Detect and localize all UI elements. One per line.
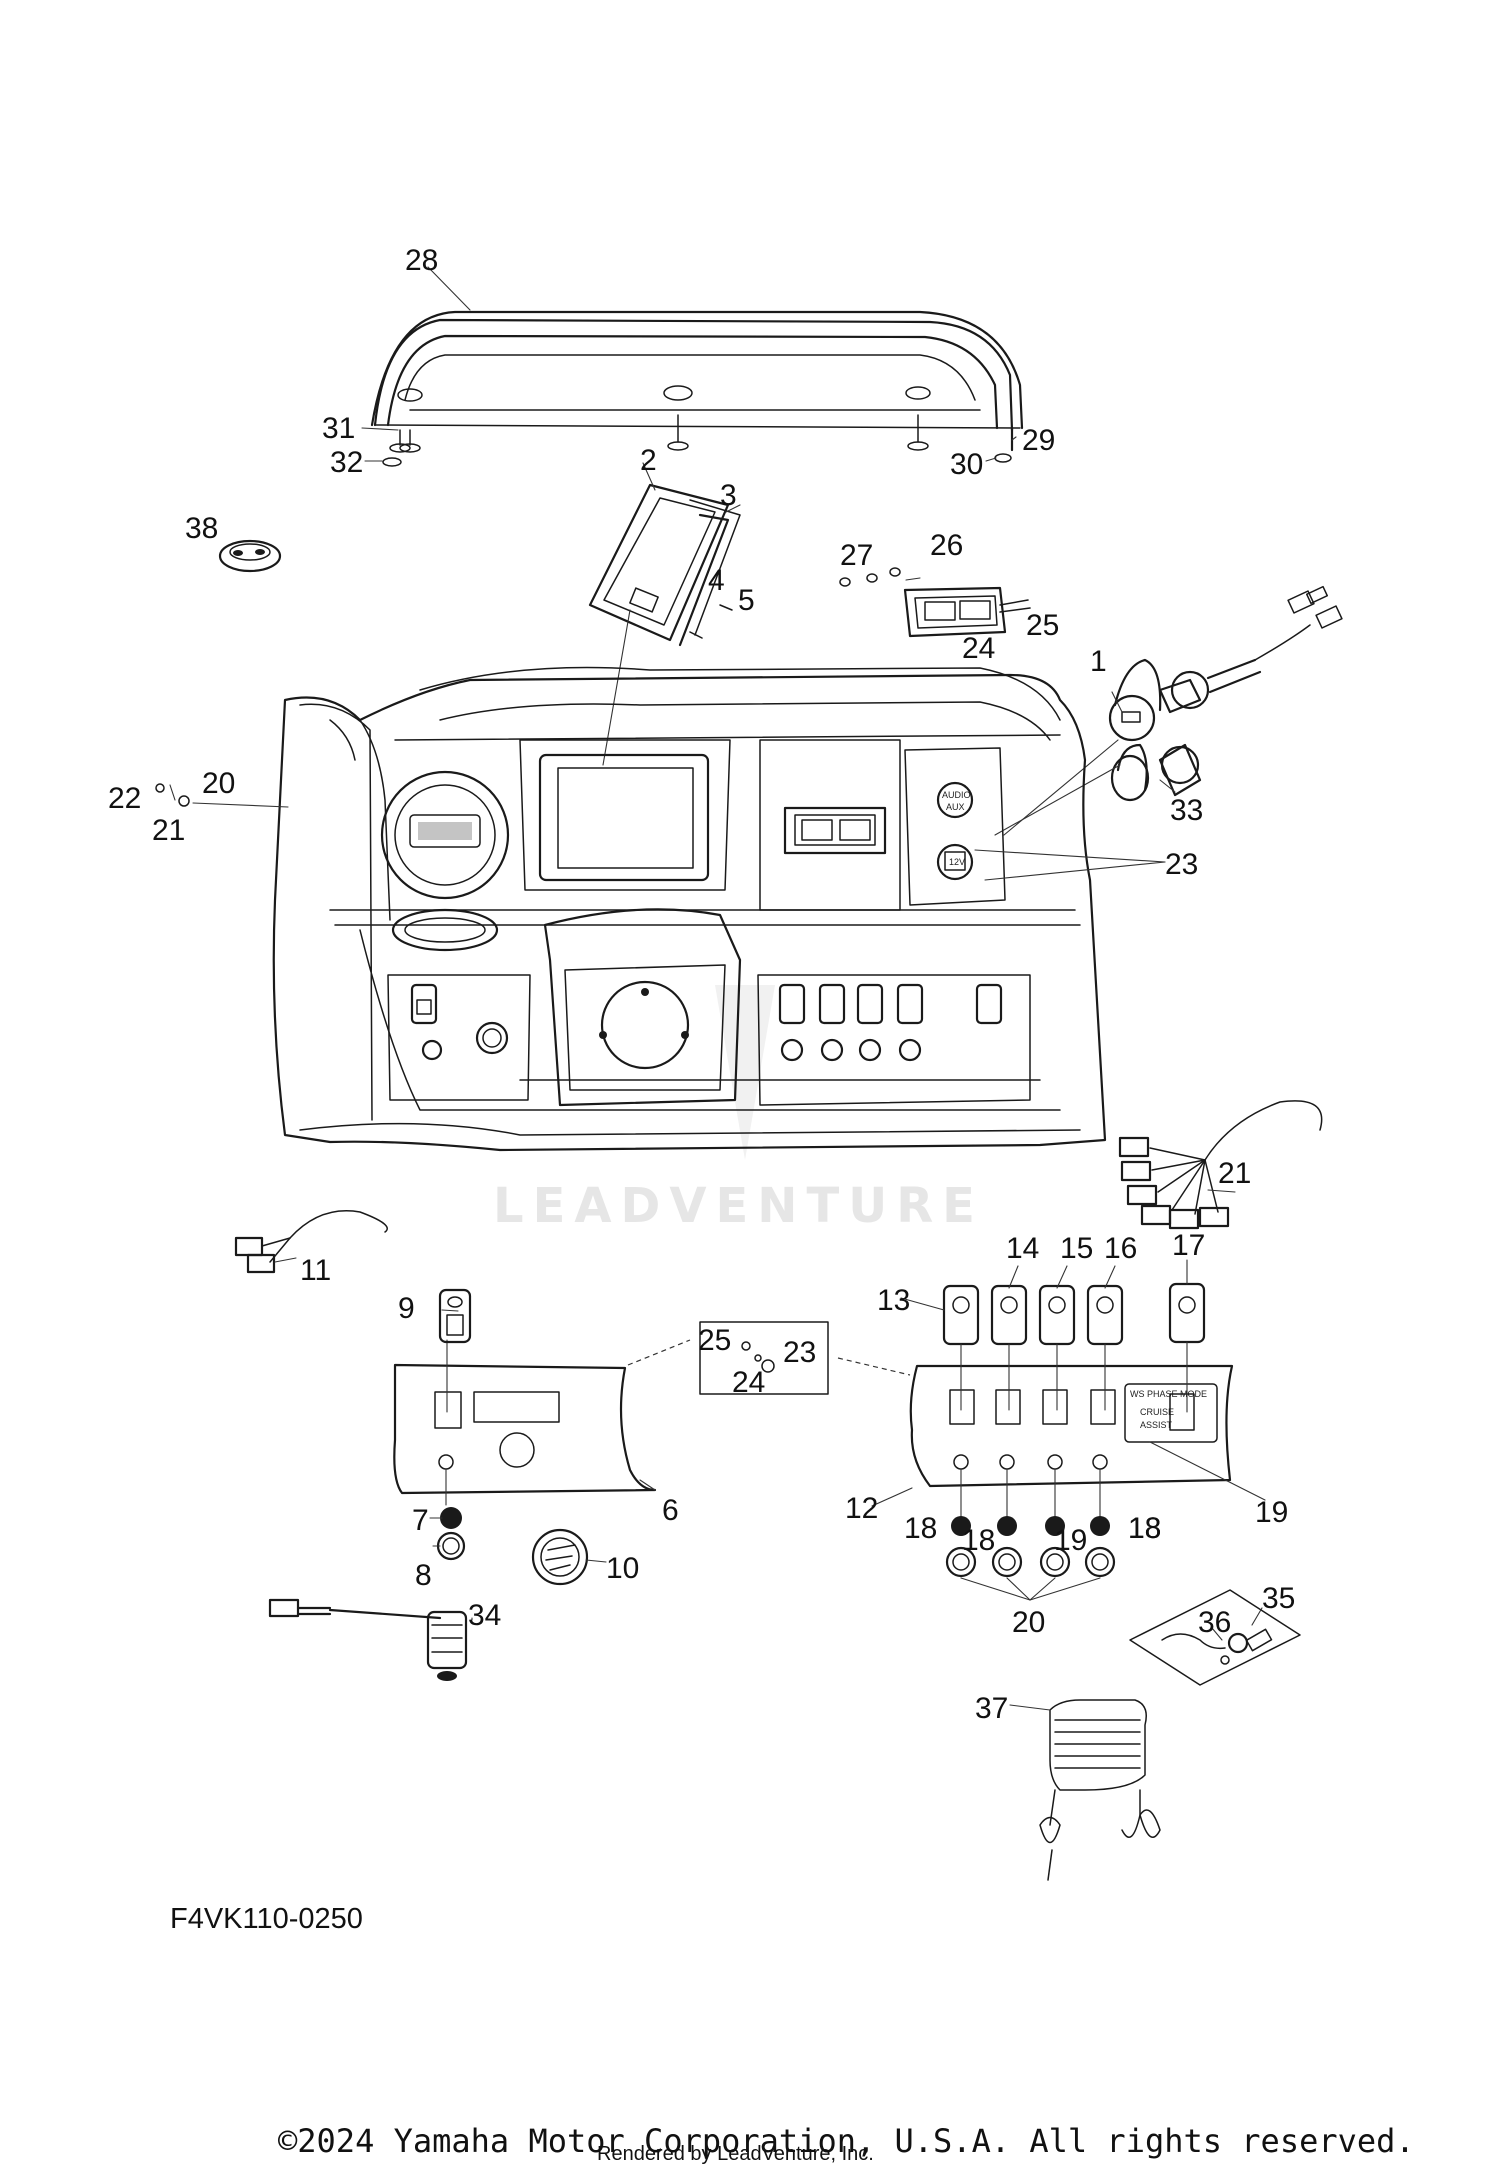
dashboard-console: [272, 666, 1107, 1152]
indicator-leds: [945, 1468, 1116, 1601]
callout-15: 15: [1060, 1232, 1093, 1265]
callout-23-box: 23: [783, 1336, 816, 1369]
leader-26: [974, 849, 1166, 863]
12v-socket-part: [1110, 743, 1202, 802]
rendered-by-notice: Rendered by LeadVenture, Inc.: [597, 2143, 874, 2165]
callout-25-top: 22: [108, 782, 141, 815]
leader-1: [1111, 691, 1123, 713]
aux-badge-line1: AUDIO: [942, 790, 971, 800]
leader-2: [642, 462, 656, 491]
callout-36: 33: [1170, 794, 1203, 827]
copyright-notice: ©2024 Yamaha Motor Corporation, U.S.A. A…: [278, 2122, 1415, 2160]
callout-14: 14: [1006, 1232, 1039, 1265]
callout-25-box: 25: [698, 1324, 731, 1357]
safety-lanyard-part: [1009, 1699, 1161, 1881]
callout-34: 31: [322, 412, 355, 445]
callout-18-c: 18: [1128, 1512, 1161, 1545]
callout-5: 5: [738, 584, 755, 617]
audio-controller-part: [839, 567, 1031, 638]
callout-6: 6: [662, 1494, 679, 1527]
leader-26b: [984, 861, 1166, 881]
callout-11: 11: [300, 1254, 331, 1287]
callout-20-num: 20: [1012, 1606, 1045, 1639]
callout-18-b: 18: [962, 1524, 995, 1557]
callout-39: 36: [1198, 1606, 1231, 1639]
cup-holder: [391, 908, 499, 952]
left-panel-exploded: [393, 1288, 691, 1586]
callout-21-num: 21: [1218, 1157, 1251, 1190]
screw-detail-box: [699, 1321, 911, 1395]
callout-18-d: 18: [1128, 1512, 1161, 1545]
mode-panel-line1: WS PHASE MODE: [1130, 1389, 1207, 1399]
callout-labels: 28 31 32 29 30 2 3 4 5 38 27 26 25 24 1 …: [108, 244, 1295, 1725]
left-switch-panel: [387, 974, 531, 1101]
watermark-logo: [715, 985, 775, 1160]
callout-10: 10: [606, 1552, 639, 1585]
harness-21-part: [1118, 1100, 1323, 1230]
steering-mount: [543, 908, 742, 1107]
grab-handle-part: [370, 310, 1024, 432]
mode-panel-line2: CRUISE: [1140, 1407, 1174, 1417]
watermark-text: LEADVENTURE: [493, 1178, 984, 1234]
leader-22: [1149, 1441, 1266, 1501]
callout-12: 12: [845, 1492, 878, 1525]
rocker-switches: [942, 1282, 1206, 1413]
callout-32: 29: [1022, 424, 1055, 457]
harness-11-part: [234, 1210, 388, 1274]
callout-27: 24: [962, 632, 995, 665]
right-panel-exploded: WS PHASE MODE CRUISE ASSIST: [909, 1364, 1234, 1488]
callout-24-top: 21: [152, 814, 185, 847]
audio-panel-slot: [759, 739, 901, 911]
callout-22: 19: [1255, 1496, 1288, 1529]
remote-fob-part: [218, 539, 282, 573]
keyset-detail-box: [1129, 1589, 1301, 1686]
callout-2: 2: [640, 444, 657, 477]
callout-9: 9: [398, 1292, 415, 1325]
callout-38: 35: [1262, 1582, 1295, 1615]
leader-display: [602, 609, 631, 766]
figure-code: F4VK110-0250: [170, 1903, 363, 1935]
callout-24-box: 24: [732, 1366, 765, 1399]
callout-7: 7: [412, 1504, 429, 1537]
callout-33: 30: [950, 448, 983, 481]
callout-8: 8: [415, 1559, 432, 1592]
callout-23-top: 20: [202, 767, 235, 800]
leader-3: [725, 504, 741, 513]
callout-40: 37: [975, 1692, 1008, 1725]
callout-29: 26: [930, 529, 963, 562]
speedometer-gauge: [380, 770, 510, 900]
leader-36: [1159, 779, 1176, 793]
socket-badge: 12V: [949, 857, 965, 867]
mode-panel-line3: ASSIST: [1140, 1420, 1173, 1430]
callout-41: 38: [185, 512, 218, 545]
callout-30: 27: [840, 539, 873, 572]
callout-4: 4: [708, 564, 725, 597]
display-bezel: [519, 739, 731, 891]
callout-18-a: 18: [904, 1512, 937, 1545]
callout-26: 23: [1165, 848, 1198, 881]
dash-screws: [155, 783, 289, 808]
leader-socket-wire-2: [994, 764, 1121, 836]
callout-35: 32: [330, 446, 363, 479]
usb-socket-part: [1108, 585, 1343, 742]
display-unit-part: [588, 483, 741, 647]
callout-labels-extra: 20: [0, 0, 33, 7]
callout-13: 13: [877, 1284, 910, 1317]
callout-31: 28: [405, 244, 438, 277]
callout-19-num: 19: [1054, 1524, 1087, 1557]
harness-37-part: [268, 1598, 468, 1681]
callout-16: 16: [1104, 1232, 1137, 1265]
callout-1: 1: [1090, 645, 1107, 678]
callout-37: 34: [468, 1599, 501, 1632]
handle-bolts: [382, 414, 1014, 467]
callout-28: 25: [1026, 609, 1059, 642]
callout-leaders: [274, 266, 1263, 1641]
aux-socket-panel: AUDIO AUX 12V: [904, 747, 1006, 906]
right-switch-panel: [757, 974, 1031, 1106]
aux-badge-line2: AUX: [946, 802, 965, 812]
callout-3: 3: [720, 479, 737, 512]
callout-17: 17: [1172, 1229, 1205, 1262]
